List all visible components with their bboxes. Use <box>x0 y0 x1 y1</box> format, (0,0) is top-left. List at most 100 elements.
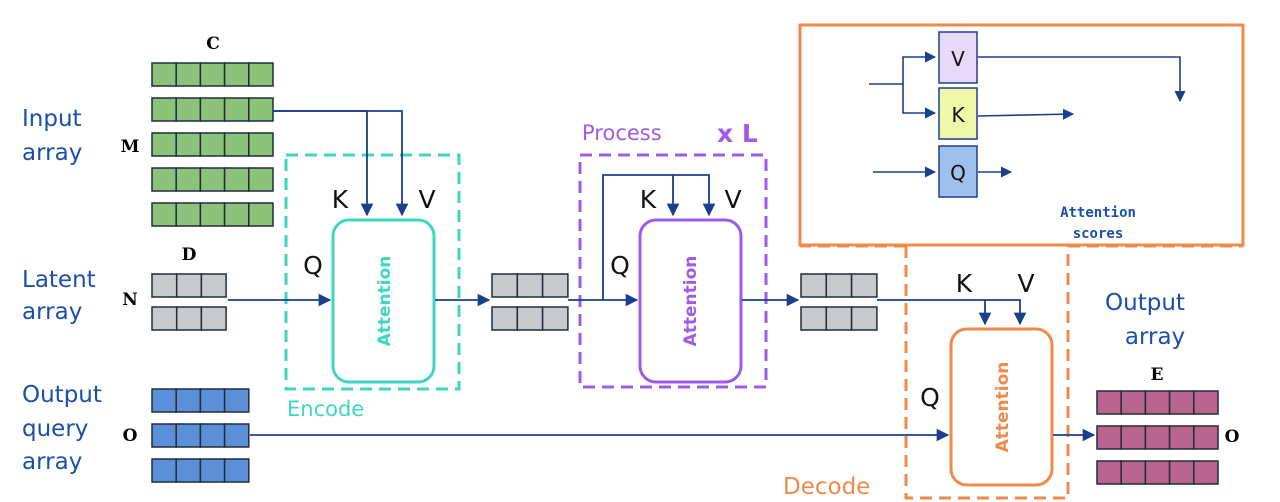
inset-arrows-group <box>869 51 1186 178</box>
dim-e-label: E <box>1151 365 1164 385</box>
latent-after-process-grid <box>800 273 878 331</box>
array-cell <box>175 388 202 413</box>
svg-text:array: array <box>22 299 82 325</box>
arrows-group <box>228 110 1096 442</box>
array-cell <box>541 273 569 298</box>
attention-scores-label-line2: scores <box>1073 226 1124 242</box>
array-cell <box>516 273 544 298</box>
array-cell <box>1193 425 1219 450</box>
array-cell <box>248 132 274 157</box>
array-cell <box>151 273 178 298</box>
svg-text:array: array <box>22 140 82 166</box>
array-cell <box>1193 460 1219 485</box>
array-cell <box>223 202 250 227</box>
array-cell <box>175 132 202 157</box>
array-cell <box>175 423 202 448</box>
array-cell <box>151 423 177 448</box>
latent-array-label: Latent array <box>22 267 96 325</box>
input-array-grid <box>151 62 274 227</box>
process-k-label: K <box>640 185 657 214</box>
array-cell <box>199 132 226 157</box>
latent-after-encode-grid <box>491 273 569 331</box>
svg-text:Input: Input <box>22 106 82 132</box>
array-cell <box>175 97 202 122</box>
array-cell <box>541 306 569 331</box>
array-cell <box>151 202 177 227</box>
array-cell <box>175 458 202 483</box>
input-to-v-arrow <box>273 110 409 217</box>
array-cell <box>175 273 203 298</box>
array-cell <box>200 273 227 298</box>
array-cell <box>850 306 878 331</box>
array-cell <box>1144 390 1171 415</box>
encode-q-label: Q <box>303 251 323 280</box>
input-array-label: Input array <box>22 106 82 166</box>
array-cell <box>1168 425 1195 450</box>
array-cell <box>199 388 226 413</box>
array-cell <box>1096 460 1122 485</box>
array-cell <box>151 388 177 413</box>
array-cell <box>1168 460 1195 485</box>
encode-attention-block <box>331 218 436 384</box>
latent-to-decode-v-arrow <box>877 299 1027 326</box>
k-to-transpose-arrow <box>977 108 1075 120</box>
array-cell <box>175 306 203 331</box>
encode-k-label: K <box>332 185 349 214</box>
array-cell <box>223 388 250 413</box>
output-query-array-grid <box>151 388 250 483</box>
svg-text:array: array <box>22 449 82 475</box>
v-to-output-arrow <box>978 56 1186 103</box>
array-cell <box>850 273 878 298</box>
encode-label: Encode <box>287 397 364 421</box>
output-array-grid <box>1096 390 1219 485</box>
array-cell <box>223 167 250 192</box>
decode-k-label: K <box>956 269 973 298</box>
array-cell <box>223 132 250 157</box>
svg-text:Output: Output <box>1105 290 1185 316</box>
inset-to-v-arrow <box>869 51 937 85</box>
array-cell <box>175 202 202 227</box>
array-cell <box>1120 460 1147 485</box>
array-cell <box>151 458 177 483</box>
array-cell <box>248 202 274 227</box>
array-cell <box>199 423 226 448</box>
array-cell <box>248 97 274 122</box>
dim-o-left-label: O <box>123 426 138 446</box>
inset-k-box <box>938 87 978 140</box>
array-cell <box>248 167 274 192</box>
decode-attention-label: Attention <box>993 362 1013 453</box>
array-cell <box>1120 390 1147 415</box>
decode-attention-block <box>949 327 1054 487</box>
array-cell <box>825 273 853 298</box>
array-cell <box>223 62 250 87</box>
array-cell <box>1096 425 1122 450</box>
dim-d-label: D <box>182 245 197 265</box>
process-attention-label: Attention <box>681 256 701 347</box>
array-cell <box>151 132 177 157</box>
array-cell <box>151 62 177 87</box>
process-label: Process <box>582 121 662 145</box>
svg-text:array: array <box>1125 324 1185 350</box>
dim-c-label: C <box>206 34 220 54</box>
array-cell <box>491 273 519 298</box>
array-cell <box>223 423 250 448</box>
attention-inset-box <box>798 23 1245 247</box>
svg-text:query: query <box>22 416 88 442</box>
process-q-label: Q <box>610 251 630 280</box>
array-cell <box>223 97 250 122</box>
array-cell <box>248 62 274 87</box>
array-cell <box>1120 425 1147 450</box>
output-array-label: Output array <box>1105 290 1185 350</box>
array-cell <box>516 306 544 331</box>
process-v-label: V <box>724 185 741 214</box>
array-cell <box>1096 390 1122 415</box>
array-cell <box>199 97 226 122</box>
encode-v-label: V <box>418 185 435 214</box>
encode-dashed-box <box>284 153 461 391</box>
array-cell <box>151 306 178 331</box>
latent-to-process-v-arrow <box>673 174 716 217</box>
decode-q-label: Q <box>920 383 940 412</box>
inset-q-box <box>938 145 978 198</box>
times-l-label: x L <box>717 119 758 148</box>
